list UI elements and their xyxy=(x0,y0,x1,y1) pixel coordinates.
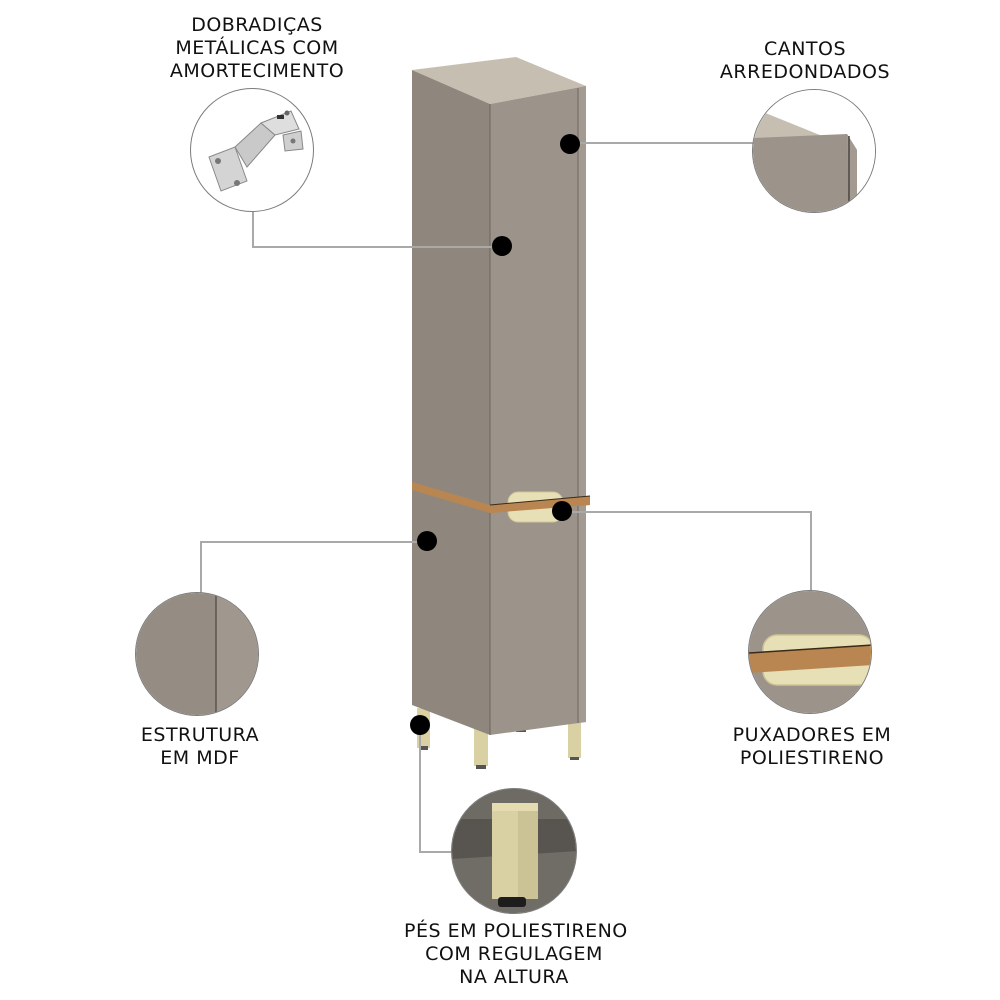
connector-feet-horizontal xyxy=(419,851,454,853)
hinge-icon xyxy=(208,110,304,192)
callout-label-structure: ESTRUTURA EM MDF xyxy=(140,724,260,769)
connector-handles-vertical xyxy=(810,511,812,591)
connector-handles-horizontal xyxy=(562,511,812,513)
polystyrene-handle-image xyxy=(748,590,872,714)
callout-label-corners: CANTOS ARREDONDADOS xyxy=(719,38,891,83)
marker-dot-feet xyxy=(410,715,430,735)
connector-hinges-vertical xyxy=(252,210,254,247)
adjustable-foot-image xyxy=(451,788,577,914)
handle-icon xyxy=(749,591,871,713)
marker-dot-structure xyxy=(417,531,437,551)
mdf-panel-image xyxy=(135,592,259,716)
connector-feet-vertical xyxy=(419,725,421,852)
connector-corners-horizontal xyxy=(570,142,754,144)
metal-hinge-image xyxy=(190,88,314,212)
callout-label-feet: PÉS EM POLIESTIRENO COM REGULAGEM NA ALT… xyxy=(404,920,628,988)
callout-label-handles: PUXADORES EM POLIESTIRENO xyxy=(732,724,892,769)
rounded-corner-icon xyxy=(753,90,875,212)
adjustable-foot-icon xyxy=(452,789,576,913)
marker-dot-corners xyxy=(560,134,580,154)
marker-dot-hinges xyxy=(492,236,512,256)
connector-structure-vertical xyxy=(200,541,202,593)
connector-hinges-horizontal xyxy=(252,246,502,248)
connector-structure-horizontal xyxy=(200,541,427,543)
callout-label-hinges: DOBRADIÇAS METÁLICAS COM AMORTECIMENTO xyxy=(169,14,345,82)
mdf-panel-icon xyxy=(136,593,258,715)
rounded-corner-image xyxy=(752,89,876,213)
marker-dot-handles xyxy=(552,501,572,521)
